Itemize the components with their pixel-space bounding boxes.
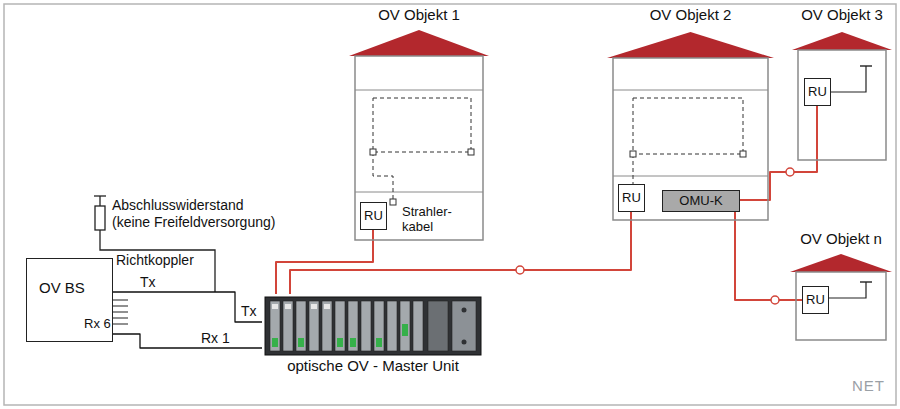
annotation: (keine Freifeldversorgung) [112, 215, 275, 230]
radiating-cable [633, 98, 743, 154]
antenna-feed [830, 66, 866, 92]
radiating-cable-feed [633, 154, 634, 184]
status-led [337, 338, 343, 347]
rack-illustration [265, 297, 481, 355]
rack-card [270, 301, 280, 351]
fiber-connector [740, 106, 817, 200]
remote-unit: RU [618, 184, 645, 212]
status-led [376, 338, 382, 347]
card-handle [285, 304, 291, 309]
fiber-splice [516, 266, 524, 274]
status-led [298, 338, 304, 347]
omu-box: OMU-K [662, 190, 740, 212]
part-name: Strahler- kabel [402, 204, 464, 234]
building-title: OV Objekt 1 [345, 6, 493, 23]
antenna-symbol [860, 281, 872, 282]
screw [462, 308, 467, 313]
card-handle [272, 304, 278, 309]
screw [462, 340, 467, 345]
card-handle [324, 304, 330, 309]
building-title: OV Objekt n [790, 230, 892, 247]
floor-line [613, 176, 768, 177]
fiber-splice [786, 168, 794, 176]
remote-unit: RU [360, 202, 387, 230]
signal-name: Rx 1 [200, 331, 231, 346]
building-title: OV Objekt 3 [792, 6, 892, 23]
roof [790, 254, 892, 272]
annotation: Abschlusswiderstand [112, 198, 244, 213]
building: OV Objekt 3 RU [792, 6, 892, 162]
status-led [350, 338, 356, 347]
signal-name: Tx [240, 304, 258, 319]
floor-line [355, 90, 483, 91]
coupler-square [740, 151, 746, 157]
building-wall [798, 50, 886, 160]
box-label: RU [622, 191, 641, 206]
signal-name: Rx 6 [84, 316, 111, 331]
roof [349, 30, 489, 56]
fiber-splice [771, 296, 779, 304]
rack-card [413, 301, 423, 351]
rack-card [374, 301, 384, 351]
status-led [402, 324, 408, 336]
building: OV Objekt 2 RU OMU-K [603, 6, 778, 224]
rack-card [296, 301, 306, 351]
resistor-symbol [95, 206, 105, 230]
fiber-connector [290, 212, 631, 294]
fiber-connector [735, 212, 802, 300]
unit-label: optische OV - Master Unit [262, 357, 484, 374]
rack-card [322, 301, 332, 351]
building: OV Objekt n RU [790, 230, 892, 342]
rack-card [361, 301, 371, 351]
roof [607, 32, 774, 58]
floor-line [613, 90, 768, 91]
roof [792, 32, 892, 50]
antenna-feed [828, 282, 866, 298]
coupler-square [370, 149, 376, 155]
coupler-square [390, 199, 396, 205]
rack-card [400, 301, 410, 351]
coupler-square [468, 149, 474, 155]
rack-card [348, 301, 358, 351]
rx-port-lines [113, 300, 128, 324]
rack-panel [452, 301, 476, 351]
signal-name: Tx [140, 275, 156, 290]
building-title: OV Objekt 2 [603, 6, 778, 23]
building-wall [355, 56, 483, 240]
box-label: RU [808, 85, 827, 100]
frame [4, 4, 896, 405]
radiating-cable [373, 98, 471, 152]
remote-unit: RU [804, 78, 831, 106]
rack-card [309, 301, 319, 351]
remote-unit: RU [802, 286, 829, 314]
master-unit: optische OV - Master Unit [262, 294, 484, 376]
antenna-symbol [860, 65, 872, 66]
coupler-line [100, 230, 215, 292]
box-label: RU [806, 293, 825, 308]
floor-line [355, 192, 483, 193]
resistor-wire [99, 196, 100, 206]
box-label: OMU-K [679, 194, 722, 209]
box-label: OV BS [39, 279, 85, 296]
box-label: RU [364, 209, 383, 224]
signal-line [113, 334, 262, 348]
status-led [272, 338, 278, 347]
building-wall [796, 272, 886, 340]
building-wall [613, 58, 768, 220]
card-handle [311, 304, 317, 309]
radiating-cable-feed [373, 152, 393, 202]
rack-panel [428, 301, 448, 351]
rack-card [387, 301, 397, 351]
signal-line [113, 292, 262, 322]
part-name: Richtkoppler [116, 253, 194, 268]
watermark: NET [852, 378, 885, 393]
rack-card [335, 301, 345, 351]
rack-card [283, 301, 293, 351]
rack-frame [265, 297, 481, 355]
coupler-square [630, 151, 636, 157]
